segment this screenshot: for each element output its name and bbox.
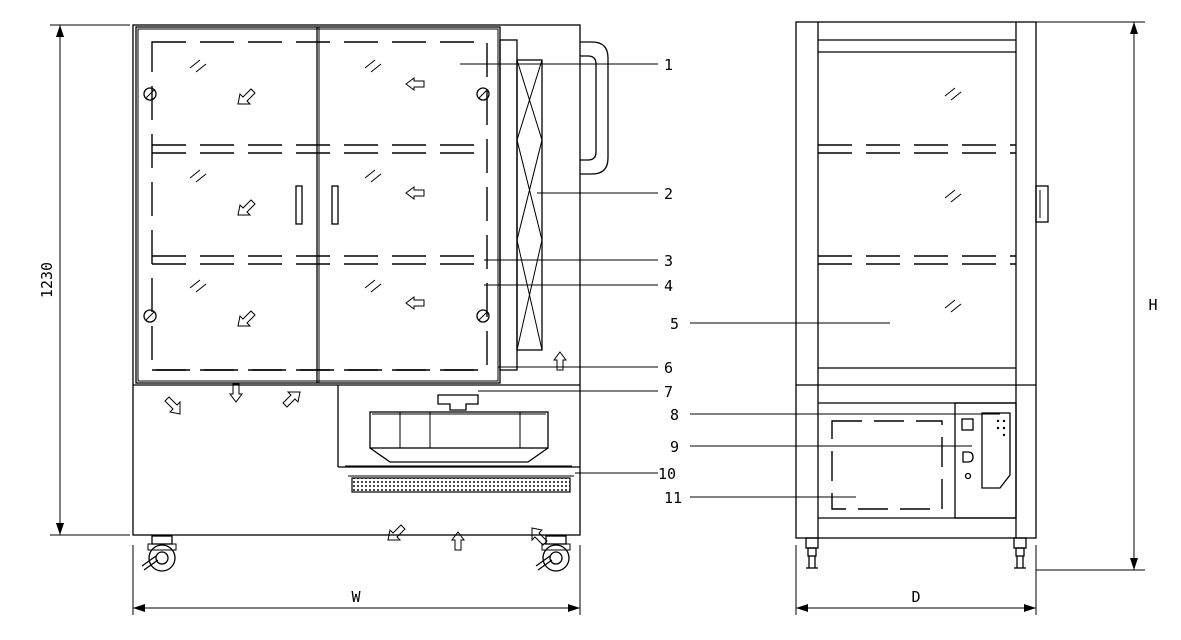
side-view: H D: [795, 21, 1158, 615]
dimension-depth-label: D: [911, 588, 920, 606]
side-handle: [1035, 185, 1049, 223]
callout-3: 3: [664, 252, 673, 270]
filter-mesh: [351, 477, 571, 493]
callout-10: 10: [658, 465, 676, 483]
callout-1: 1: [664, 56, 673, 74]
callout-5: 5: [670, 315, 679, 333]
dimension-width-label: W: [351, 588, 361, 606]
door-handle-right: [331, 185, 339, 225]
cabinet-body: [132, 24, 581, 536]
caster-left: [141, 535, 177, 572]
shelf-lines-front: [151, 41, 488, 371]
dimension-overall-height: [1036, 21, 1145, 571]
front-view: 1230: [38, 24, 609, 615]
dimension-depth: [795, 545, 1037, 615]
side-body: [795, 21, 1037, 539]
foot-left: [805, 537, 819, 569]
callout-4: 4: [664, 277, 673, 295]
fan-filter-unit: [337, 385, 580, 493]
control-box: [954, 402, 1017, 519]
power-switch: [961, 418, 974, 431]
control-panel: [981, 412, 1011, 489]
dimension-height-1230: [50, 24, 130, 536]
callout-6: 6: [664, 359, 673, 377]
dimension-height-text: 1230: [38, 262, 56, 298]
side-duct: [499, 39, 567, 371]
foot-right: [1013, 537, 1027, 569]
callout-2: 2: [664, 185, 673, 203]
door-handle-left: [295, 185, 303, 225]
dimension-width: [132, 545, 581, 615]
dimension-overall-height-label: H: [1148, 296, 1157, 314]
callout-8: 8: [670, 406, 679, 424]
access-panel: [831, 420, 943, 510]
cabinet-handle: [580, 41, 609, 175]
callout-leaders: [460, 63, 1000, 498]
callout-7: 7: [664, 383, 673, 401]
callout-9: 9: [670, 438, 679, 456]
callout-11: 11: [664, 489, 682, 507]
glass-door-frame: [135, 26, 501, 384]
caster-right: [535, 535, 571, 572]
